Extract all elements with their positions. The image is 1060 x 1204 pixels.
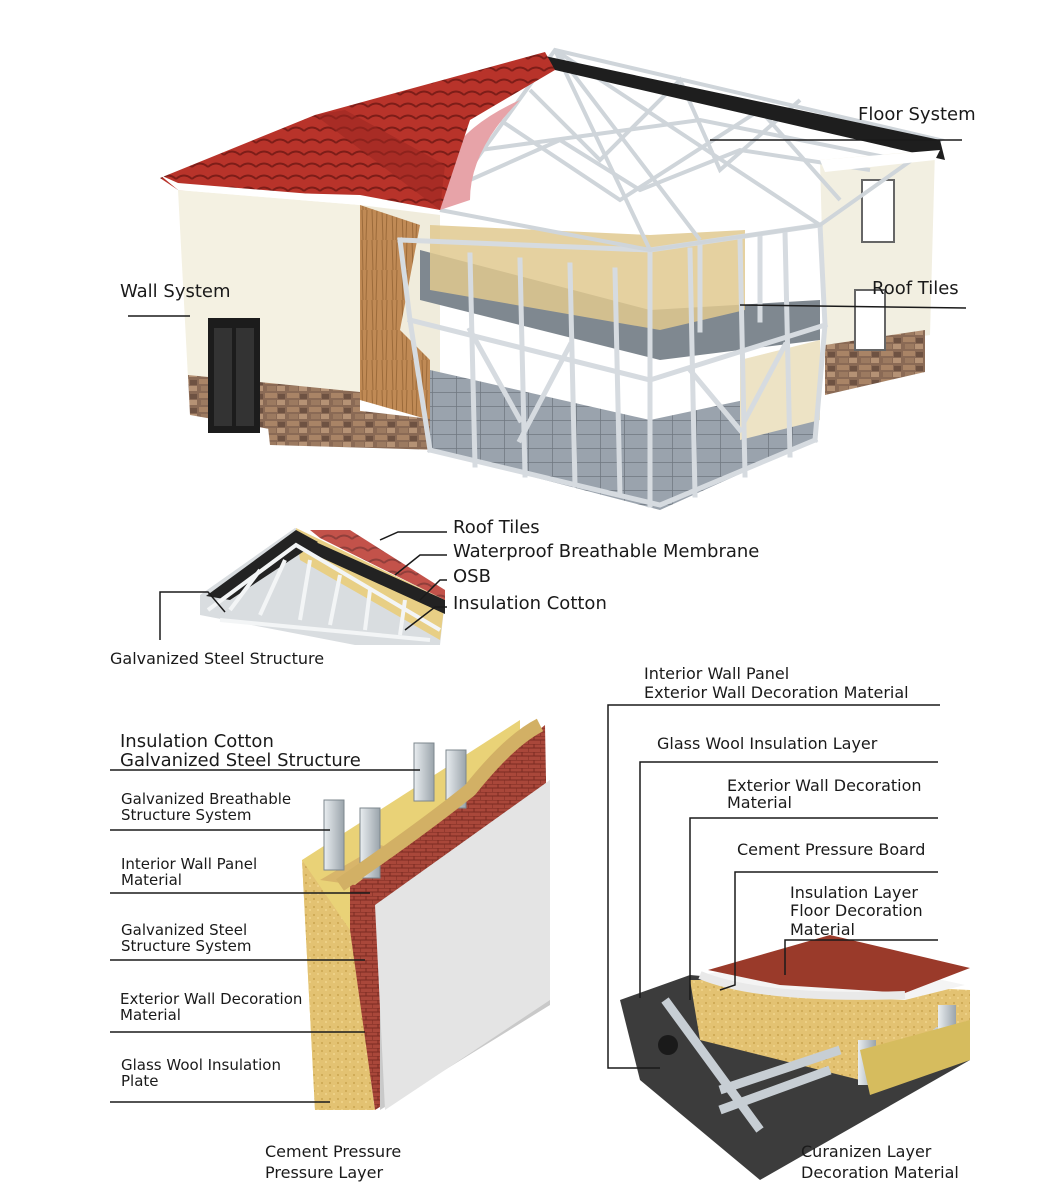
- label-floor-system: Floor System: [858, 104, 976, 125]
- label-roof-tiles: Roof Tiles: [453, 517, 540, 538]
- label-insulation-cotton-roof: Insulation Cotton: [453, 593, 607, 614]
- wall-section-illustration: [302, 718, 550, 1110]
- roof-section-illustration: [200, 528, 445, 645]
- roof-section-leader-lines: [159, 531, 447, 640]
- label-wall-system: Wall System: [120, 281, 231, 302]
- label-osb: OSB: [453, 566, 491, 587]
- label-cement-pressure-board: Cement Pressure Board: [737, 840, 926, 859]
- house-illustration: [160, 47, 945, 510]
- floor-section-leader-lines: [607, 704, 940, 1069]
- house-leader-lines: [128, 139, 967, 317]
- label-galvanized-steel-structure: Galvanized Steel Structure: [110, 649, 325, 668]
- label-glass-wool-layer: Glass Wool Insulation Layer: [657, 734, 878, 753]
- floor-section-illustration: [620, 935, 970, 1180]
- label-roof-tiles-house: Roof Tiles: [872, 278, 959, 299]
- wall-section-leader-lines: [110, 769, 420, 1103]
- label-waterproof-membrane: Waterproof Breathable Membrane: [453, 541, 760, 562]
